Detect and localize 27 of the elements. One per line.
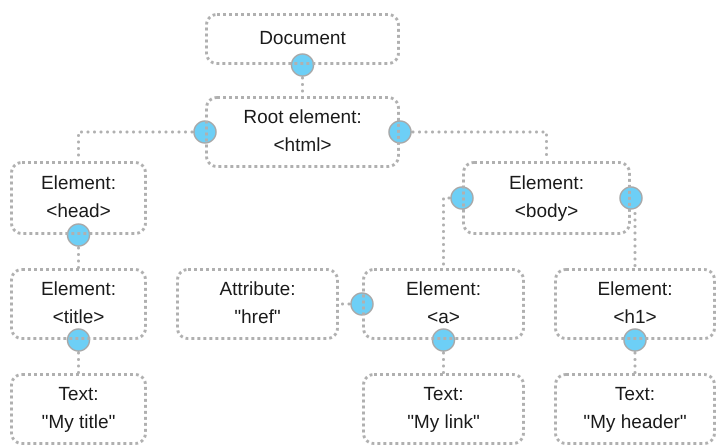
node-label: Element: <body> xyxy=(509,172,584,224)
node-box xyxy=(10,268,147,340)
node-box xyxy=(362,268,525,340)
node-box xyxy=(554,268,716,340)
node-box xyxy=(176,268,339,340)
node-box xyxy=(10,373,147,445)
node-label: Element: <a> xyxy=(406,278,481,330)
node-box xyxy=(205,13,400,65)
node-box xyxy=(10,161,147,235)
node-label: Root element: <html> xyxy=(243,106,362,158)
node-label: Text: "My header" xyxy=(583,383,687,435)
node-label: Attribute: "href" xyxy=(219,278,296,330)
node-label: Element: <head> xyxy=(41,172,116,224)
node-label: Text: "My title" xyxy=(42,383,116,435)
dotted-connector xyxy=(623,328,647,374)
node-box xyxy=(205,96,400,168)
node-box xyxy=(554,373,716,445)
dotted-connector xyxy=(619,186,643,270)
dotted-connector xyxy=(432,328,456,374)
dotted-connector xyxy=(66,328,90,374)
node-label: Element: <title> xyxy=(41,278,116,330)
dotted-connector xyxy=(66,223,90,270)
node-label: Element: <h1> xyxy=(598,278,672,330)
node-box xyxy=(462,161,631,235)
node-box xyxy=(362,373,525,445)
node-label: Text: "My link" xyxy=(407,383,480,435)
node-label: Document xyxy=(259,27,346,52)
